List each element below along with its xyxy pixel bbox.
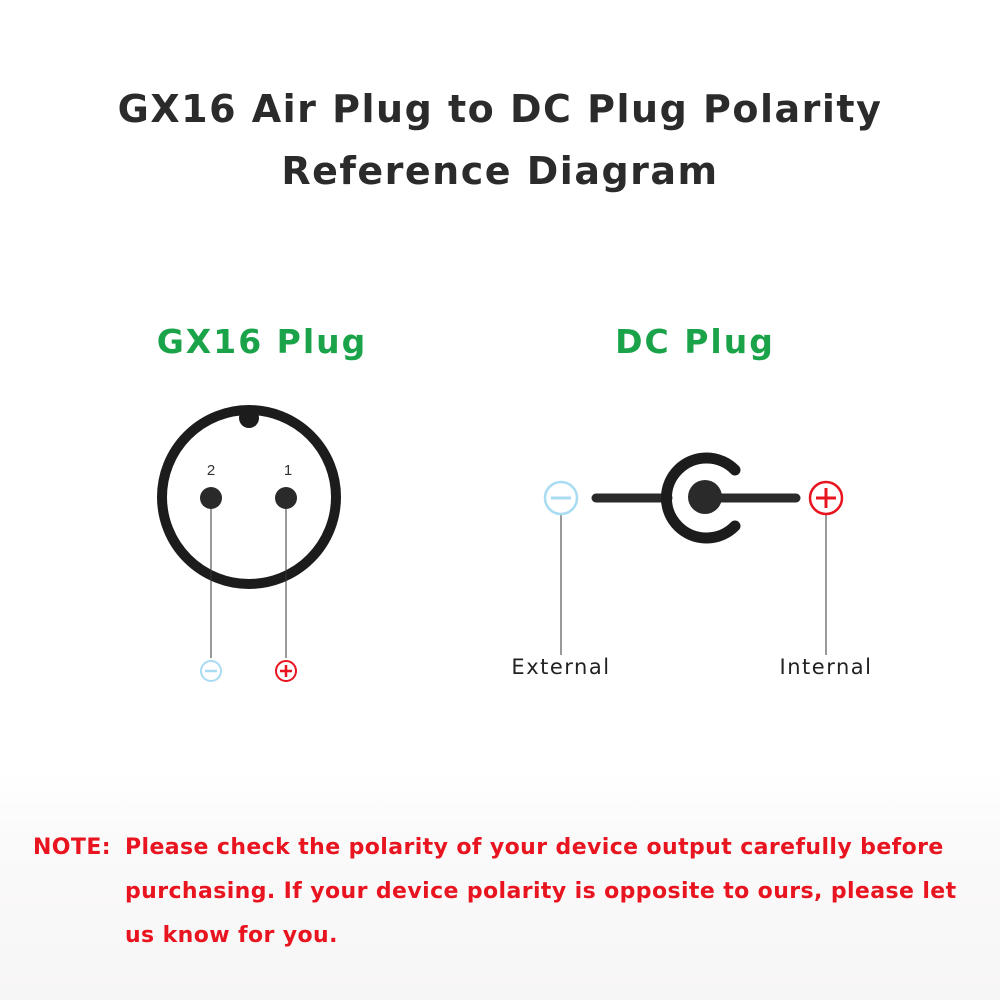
pin-2-label: 2: [206, 462, 216, 479]
external-label: External: [511, 655, 611, 679]
dc-plug-heading: DC Plug: [615, 322, 775, 361]
gx16-plug-heading: GX16 Plug: [156, 322, 368, 361]
dc-center-pin: [688, 480, 722, 514]
gx16-outer-ring: [157, 405, 341, 589]
gx16-pin-2: [200, 487, 222, 509]
internal-label: Internal: [779, 655, 873, 679]
dc-connector: [543, 452, 844, 655]
dc-sleeve-arc: [660, 452, 741, 544]
pin-1-label: 1: [283, 462, 293, 479]
gx16-negative-icon: [200, 660, 222, 682]
dc-positive-icon: [808, 480, 844, 516]
title-line-2: Reference Diagram: [281, 149, 719, 193]
gx16-positive-icon: [275, 660, 297, 682]
title-line-1: GX16 Air Plug to DC Plug Polarity: [117, 87, 883, 131]
note-background: [0, 770, 1000, 1000]
gx16-pin-1: [275, 487, 297, 509]
dc-negative-icon: [543, 480, 579, 516]
note-text: Please check the polarity of your device…: [125, 835, 957, 948]
gx16-key-notch: [239, 408, 259, 428]
gx16-connector: [157, 405, 341, 682]
diagram-title: GX16 Air Plug to DC Plug Polarity Refere…: [0, 78, 1000, 202]
polarity-note: NOTE: Please check the polarity of your …: [33, 826, 983, 958]
note-prefix: NOTE:: [33, 835, 111, 860]
